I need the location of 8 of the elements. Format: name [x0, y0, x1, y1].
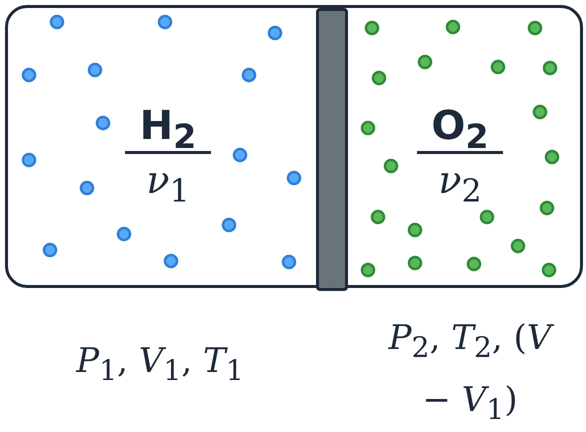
mole-number: ν$_{1}$: [146, 158, 190, 210]
gas-container: [5, 5, 583, 288]
gas-formula: H$_{2}$: [140, 103, 196, 156]
state-variables: P$_{1}$, V$_{1}$, T$_{1}$: [74, 340, 245, 389]
partition-wall: [316, 8, 348, 291]
state-variables: P$_{2}$, T$_{2}$, (V − V$_{1}$): [385, 312, 555, 432]
mole-number: ν$_{2}$: [438, 158, 482, 210]
gas-formula: O$_{2}$: [431, 103, 489, 156]
